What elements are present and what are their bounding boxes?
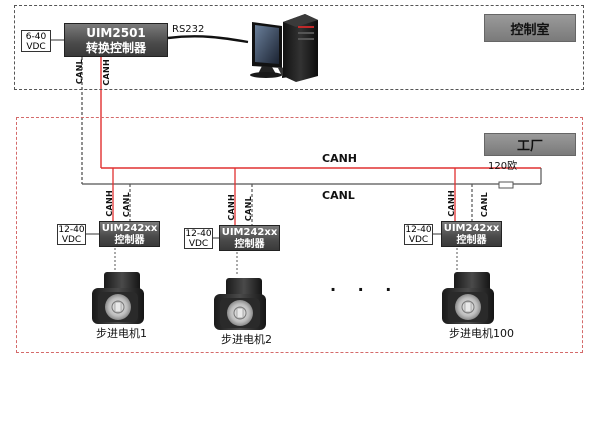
converter-power-supply: 6-40 VDC (21, 30, 51, 52)
control-room-zone (14, 5, 584, 90)
terminator-label: 120欧 (488, 161, 518, 172)
node-2-canh-label: CANH (227, 194, 236, 221)
node-3-desc: 控制器 (456, 235, 487, 246)
node-2-power-voltage: 12-40 (185, 229, 212, 239)
node-2-model: UIM242xx (221, 227, 278, 238)
converter-canh-label: CANH (102, 59, 111, 86)
node-3-canl-label: CANL (480, 192, 489, 218)
more-nodes-ellipsis: · · · (330, 280, 400, 299)
converter-desc: 转换控制器 (85, 41, 146, 55)
canl-bus-label: CANL (322, 189, 355, 202)
node-2-controller: UIM242xx 控制器 (219, 225, 280, 251)
node-1-controller: UIM242xx 控制器 (99, 221, 160, 247)
node-3-power-voltage: 12-40 (405, 225, 432, 235)
node-2-power-unit: VDC (188, 239, 209, 249)
motor-1-label: 步进电机1 (96, 327, 147, 340)
control-room-tag: 控制室 (484, 14, 576, 42)
stepper-motor-100 (442, 272, 494, 324)
node-1-model: UIM242xx (101, 223, 158, 234)
node-3-power-unit: VDC (408, 235, 429, 245)
node-1-power-supply: 12-40 VDC (57, 224, 86, 245)
converter-controller: UIM2501 转换控制器 (64, 23, 168, 57)
factory-tag: 工厂 (484, 133, 576, 156)
node-3-controller: UIM242xx 控制器 (441, 221, 502, 247)
node-2-canl-label: CANL (244, 196, 253, 222)
terminator-resistor (498, 181, 514, 189)
node-2-desc: 控制器 (234, 239, 265, 250)
node-1-canh-label: CANH (105, 190, 114, 217)
stepper-motor-1 (92, 272, 144, 324)
node-1-desc: 控制器 (114, 235, 145, 246)
rs232-label: RS232 (172, 24, 205, 35)
rs232-cable (167, 35, 249, 44)
stepper-motor-2 (214, 278, 266, 330)
computer-icon (250, 14, 318, 82)
converter-canl-label: CANL (75, 59, 84, 85)
node-3-power-supply: 12-40 VDC (404, 224, 433, 245)
node-2-drops (213, 168, 253, 276)
node-3-model: UIM242xx (443, 223, 500, 234)
converter-power-unit: VDC (26, 42, 46, 52)
converter-model: UIM2501 (86, 26, 146, 40)
node-3-drops (433, 168, 473, 270)
motor-2-label: 步进电机2 (221, 333, 272, 346)
node-1-canl-label: CANL (122, 192, 131, 218)
node-2-power-supply: 12-40 VDC (184, 228, 213, 249)
node-1-drops (86, 168, 131, 270)
converter-power-voltage: 6-40 (25, 32, 47, 42)
node-1-power-unit: VDC (61, 235, 82, 245)
node-3-canh-label: CANH (447, 190, 456, 217)
factory-zone (16, 117, 583, 353)
node-1-power-voltage: 12-40 (58, 225, 85, 235)
canh-bus-label: CANH (322, 152, 357, 165)
motor-100-label: 步进电机100 (449, 327, 514, 340)
